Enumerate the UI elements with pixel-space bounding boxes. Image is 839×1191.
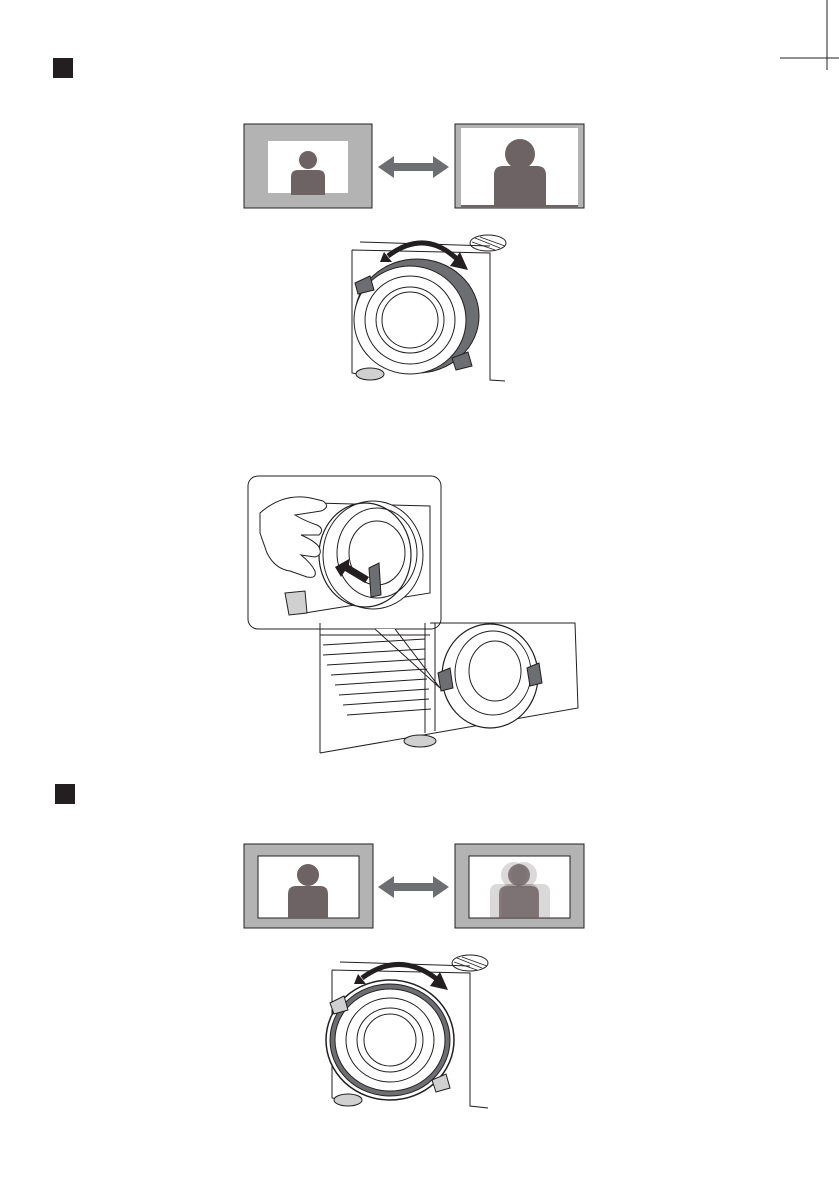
section-marker-zoom bbox=[53, 58, 73, 78]
zoom-ring-illustration bbox=[340, 228, 520, 393]
double-arrow-icon bbox=[378, 876, 449, 898]
focus-comparison-diagram bbox=[240, 840, 590, 935]
lens-cover-callout-illustration bbox=[245, 473, 590, 758]
double-arrow-icon bbox=[378, 156, 449, 178]
focus-ring-illustration bbox=[320, 948, 500, 1113]
zoom-comparison-diagram bbox=[240, 120, 590, 215]
section-marker-focus bbox=[55, 784, 75, 804]
crop-mark bbox=[780, 0, 839, 70]
